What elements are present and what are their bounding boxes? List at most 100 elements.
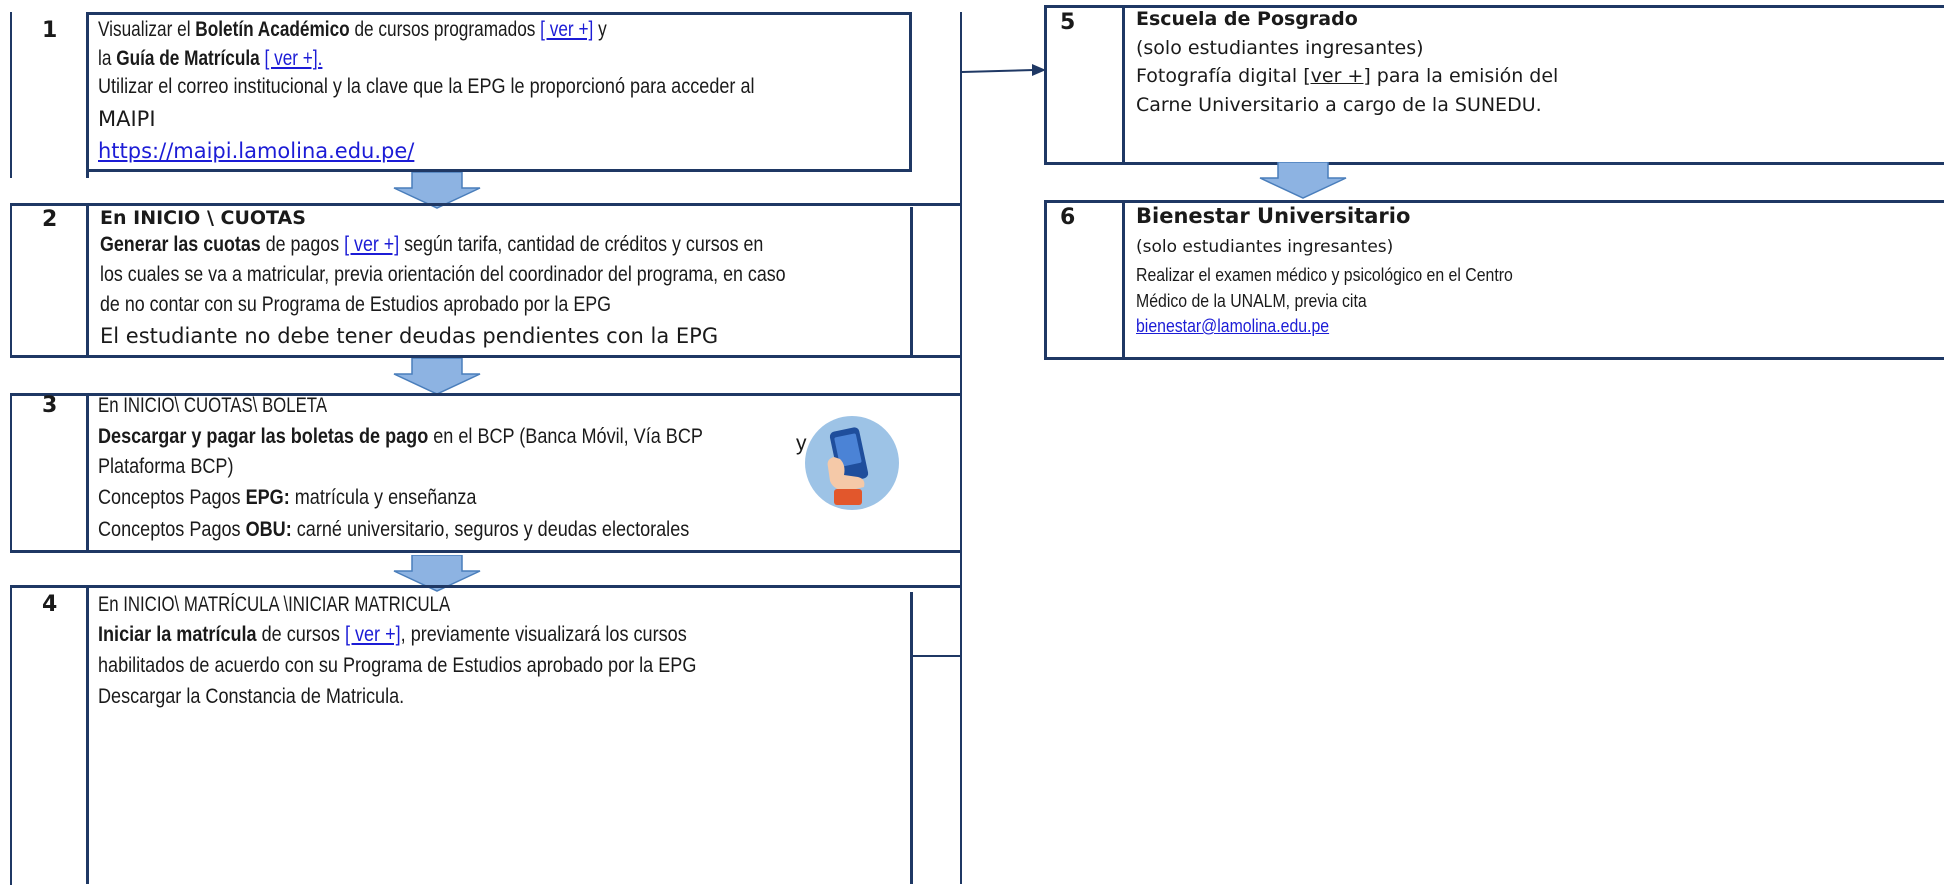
step-number: 2 [42, 207, 58, 232]
step-6: 6 Bienestar Universitario (solo estudian… [1044, 195, 1944, 365]
step-inner-right [910, 207, 913, 358]
step-2-line-3: los cuales se va a matricular, previa or… [100, 260, 786, 290]
text: (solo estudiantes ingresantes) [1136, 37, 1424, 59]
text: , previamente visualizará los cursos [400, 623, 687, 646]
bold-text: En INICIO \ CUOTAS [100, 207, 306, 229]
left-edge-line [10, 12, 12, 178]
step-4-line-1: En INICIO\ MATRÍCULA \INICIAR MATRICULA [98, 590, 450, 620]
step-4-line-4: Descargar la Constancia de Matricula. [98, 682, 404, 712]
step-4-line-2: Iniciar la matrícula de cursos [ ver +],… [98, 620, 687, 650]
text: habilitados de acuerdo con su Programa d… [98, 654, 697, 677]
connector-horizontal [912, 655, 962, 657]
text: Utilizar el correo institucional y la cl… [98, 75, 755, 98]
text: carné universitario, seguros y deudas el… [291, 518, 690, 541]
text: Fotografía digital [1136, 65, 1304, 87]
step-5-line-3: Fotografía digital [ver +] para la emisi… [1136, 61, 1558, 91]
step-6-line-2: (solo estudiantes ingresantes) [1136, 232, 1393, 262]
text: (solo estudiantes ingresantes) [1136, 237, 1394, 257]
step-divider [86, 585, 89, 884]
text: en el BCP (Banca Móvil, Vía BCP [428, 425, 703, 448]
text: Visualizar el [98, 18, 196, 41]
text: de cursos [256, 623, 345, 646]
step-1-line-4: MAIPI [98, 104, 156, 134]
text: Médico de la UNALM, previa cita [1136, 291, 1367, 311]
down-arrow-icon [1259, 162, 1347, 199]
bold-text: Escuela de Posgrado [1136, 8, 1358, 30]
text: El estudiante no debe tener deudas pendi… [100, 324, 719, 348]
text: para la emisión del [1370, 65, 1559, 87]
text: de pagos [260, 233, 345, 256]
step-divider [86, 203, 89, 358]
text: según tarifa, cantidad de créditos y cur… [399, 233, 764, 256]
step-6-box [1044, 200, 1944, 360]
down-arrow-icon [393, 358, 481, 395]
step-1-box [86, 12, 912, 172]
step-3: 3 En INICIO\ CUOTAS\ BOLETA Descargar y … [0, 385, 960, 560]
step-3-trailing-y: y [796, 429, 807, 459]
step-4-line-3: habilitados de acuerdo con su Programa d… [98, 651, 696, 681]
bienestar-email-link[interactable]: bienestar@lamolina.edu.pe [1136, 316, 1330, 336]
bold-text: Guía de Matrícula [116, 47, 260, 70]
text: En INICIO\ MATRÍCULA \INICIAR MATRICULA [98, 593, 451, 616]
text: los cuales se va a matricular, previa or… [100, 263, 786, 286]
step-5-line-2: (solo estudiantes ingresantes) [1136, 33, 1424, 63]
step-3-line-1: En INICIO\ CUOTAS\ BOLETA [98, 391, 327, 421]
step-4-box [10, 585, 960, 885]
text: Descargar la Constancia de Matricula. [98, 685, 405, 708]
step-4: 4 En INICIO\ MATRÍCULA \INICIAR MATRICUL… [0, 580, 960, 885]
text: Conceptos Pagos [98, 486, 246, 509]
step-1-line-3: Utilizar el correo institucional y la cl… [98, 72, 755, 102]
step-1: 1 Visualizar el Boletín Académico de cur… [0, 0, 960, 185]
step-number: 4 [42, 592, 58, 617]
ver-mas-link[interactable]: [ver +] [1303, 65, 1371, 87]
text: En INICIO\ CUOTAS\ BOLETA [98, 394, 328, 417]
maipi-url-link[interactable]: https://maipi.lamolina.edu.pe/ [98, 139, 415, 163]
phone-in-hand-icon [805, 416, 899, 510]
ver-mas-link[interactable]: [ ver +] [344, 233, 400, 256]
text: de cursos programados [349, 18, 541, 41]
step-2-line-5: El estudiante no debe tener deudas pendi… [100, 321, 718, 351]
ver-mas-link[interactable]: [ ver +]. [264, 47, 323, 70]
step-divider [1122, 200, 1125, 360]
down-arrow-icon [393, 555, 481, 592]
bold-text: Descargar y pagar las boletas de pago [98, 425, 429, 448]
step-1-line-2: la Guía de Matrícula [ ver +]. [98, 44, 322, 74]
step-3-box [10, 393, 960, 553]
step-6-line-1: Bienestar Universitario [1136, 201, 1410, 231]
step-3-line-5: Conceptos Pagos OBU: carné universitario… [98, 515, 689, 545]
right-arrow-icon [962, 64, 1046, 76]
bold-text: Generar las cuotas [100, 233, 261, 256]
step-5-line-1: Escuela de Posgrado [1136, 4, 1358, 34]
text: Conceptos Pagos [98, 518, 246, 541]
bold-text: Bienestar Universitario [1136, 204, 1411, 228]
step-3-line-4: Conceptos Pagos EPG: matrícula y enseñan… [98, 483, 476, 513]
step-2-line-2: Generar las cuotas de pagos [ ver +] seg… [100, 230, 763, 260]
text: MAIPI [98, 107, 156, 131]
down-arrow-icon [393, 172, 481, 209]
text: Carne Universitario a cargo de la SUNEDU… [1136, 94, 1542, 116]
text: matrícula y enseñanza [289, 486, 477, 509]
step-5-box [1044, 5, 1944, 165]
step-number: 6 [1060, 205, 1076, 230]
ver-mas-link[interactable]: [ ver +] [540, 18, 594, 41]
bold-text: EPG: [245, 486, 290, 509]
step-number: 5 [1060, 10, 1076, 35]
step-divider [86, 12, 89, 178]
step-1-line-5: https://maipi.lamolina.edu.pe/ [98, 136, 414, 166]
step-number: 3 [42, 393, 58, 418]
step-divider [1122, 5, 1125, 165]
step-6-line-3: Realizar el examen médico y psicológico … [1136, 260, 1513, 290]
ver-mas-link[interactable]: [ ver +] [344, 623, 401, 646]
step-1-line-1: Visualizar el Boletín Académico de curso… [98, 15, 607, 45]
step-6-line-4: Médico de la UNALM, previa cita [1136, 286, 1367, 316]
connector-vertical [960, 12, 962, 884]
text: y [593, 18, 607, 41]
step-divider [86, 393, 89, 553]
step-2-line-1: En INICIO \ CUOTAS [100, 203, 306, 233]
bold-text: OBU: [245, 518, 292, 541]
step-2-line-4: de no contar con su Programa de Estudios… [100, 290, 611, 320]
step-inner-right [910, 592, 913, 884]
text: Realizar el examen médico y psicológico … [1136, 265, 1513, 285]
text: de no contar con su Programa de Estudios… [100, 293, 612, 316]
step-2-box [10, 203, 960, 358]
